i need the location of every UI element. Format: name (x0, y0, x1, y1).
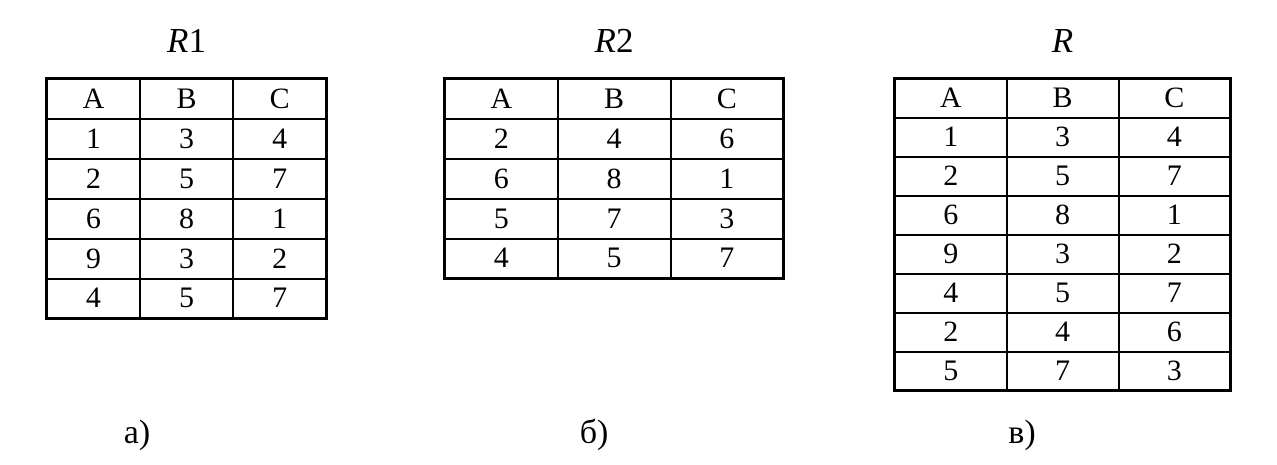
relation-title-r2: R2 (443, 21, 785, 61)
table-cell: 4 (232, 117, 328, 160)
table-cell: 9 (45, 237, 141, 280)
table-cell: 4 (556, 117, 672, 160)
table-cell: 5 (1005, 272, 1120, 314)
table-cell: 3 (1005, 116, 1120, 158)
table-cell: 1 (232, 197, 328, 240)
figure-label-v: в) (1008, 414, 1036, 451)
table-cell: 7 (669, 237, 785, 280)
table-cell: 8 (138, 197, 235, 240)
column-header: A (45, 77, 141, 120)
table-cell: 7 (1117, 272, 1232, 314)
table-cell: 4 (1117, 116, 1232, 158)
table-cell: 1 (669, 157, 785, 200)
relation-title-r1-number: 1 (188, 21, 206, 60)
table-cell: 5 (1005, 155, 1120, 197)
table-cell: 7 (1117, 155, 1232, 197)
table-cell: 1 (45, 117, 141, 160)
column-header: C (1117, 77, 1232, 119)
figure-label-b: б) (579, 414, 609, 451)
table-cell: 2 (893, 155, 1008, 197)
table-cell: 9 (893, 233, 1008, 275)
table-cell: 1 (893, 116, 1008, 158)
column-header: C (669, 77, 785, 120)
table-cell: 4 (893, 272, 1008, 314)
table-cell: 4 (45, 277, 141, 320)
table-cell: 7 (1005, 350, 1120, 392)
table-cell: 8 (1005, 194, 1120, 236)
figure-label-a: а) (123, 414, 151, 451)
table-cell: 2 (443, 117, 559, 160)
table-cell: 6 (1117, 311, 1232, 353)
table-cell: 3 (138, 237, 235, 280)
relation-title-r2-letter: R (594, 21, 616, 60)
table-cell: 5 (138, 277, 235, 320)
relation-title-r: R (893, 21, 1232, 61)
table-cell: 3 (1005, 233, 1120, 275)
table-cell: 5 (893, 350, 1008, 392)
table-cell: 5 (443, 197, 559, 240)
relation-title-r-letter: R (1051, 21, 1074, 60)
table-cell: 1 (1117, 194, 1232, 236)
column-header: B (556, 77, 672, 120)
table-cell: 7 (556, 197, 672, 240)
relation-title-r1: R1 (45, 21, 328, 61)
table-cell: 6 (443, 157, 559, 200)
table-cell: 7 (232, 277, 328, 320)
column-header: B (138, 77, 235, 120)
table-cell: 5 (556, 237, 672, 280)
relation-title-r2-number: 2 (615, 21, 634, 60)
table-cell: 2 (45, 157, 141, 200)
table-cell: 2 (232, 237, 328, 280)
column-header: A (443, 77, 559, 120)
table-cell: 5 (138, 157, 235, 200)
column-header: C (232, 77, 328, 120)
table-cell: 3 (1117, 350, 1232, 392)
column-header: B (1005, 77, 1120, 119)
column-header: A (893, 77, 1008, 119)
table-cell: 6 (45, 197, 141, 240)
relation-title-r1-letter: R (167, 21, 189, 60)
table-cell: 4 (443, 237, 559, 280)
table-cell: 3 (138, 117, 235, 160)
table-cell: 3 (669, 197, 785, 240)
table-cell: 2 (1117, 233, 1232, 275)
table-cell: 2 (893, 311, 1008, 353)
table-cell: 4 (1005, 311, 1120, 353)
table-cell: 6 (893, 194, 1008, 236)
table-cell: 8 (556, 157, 672, 200)
table-cell: 7 (232, 157, 328, 200)
table-cell: 6 (669, 117, 785, 160)
